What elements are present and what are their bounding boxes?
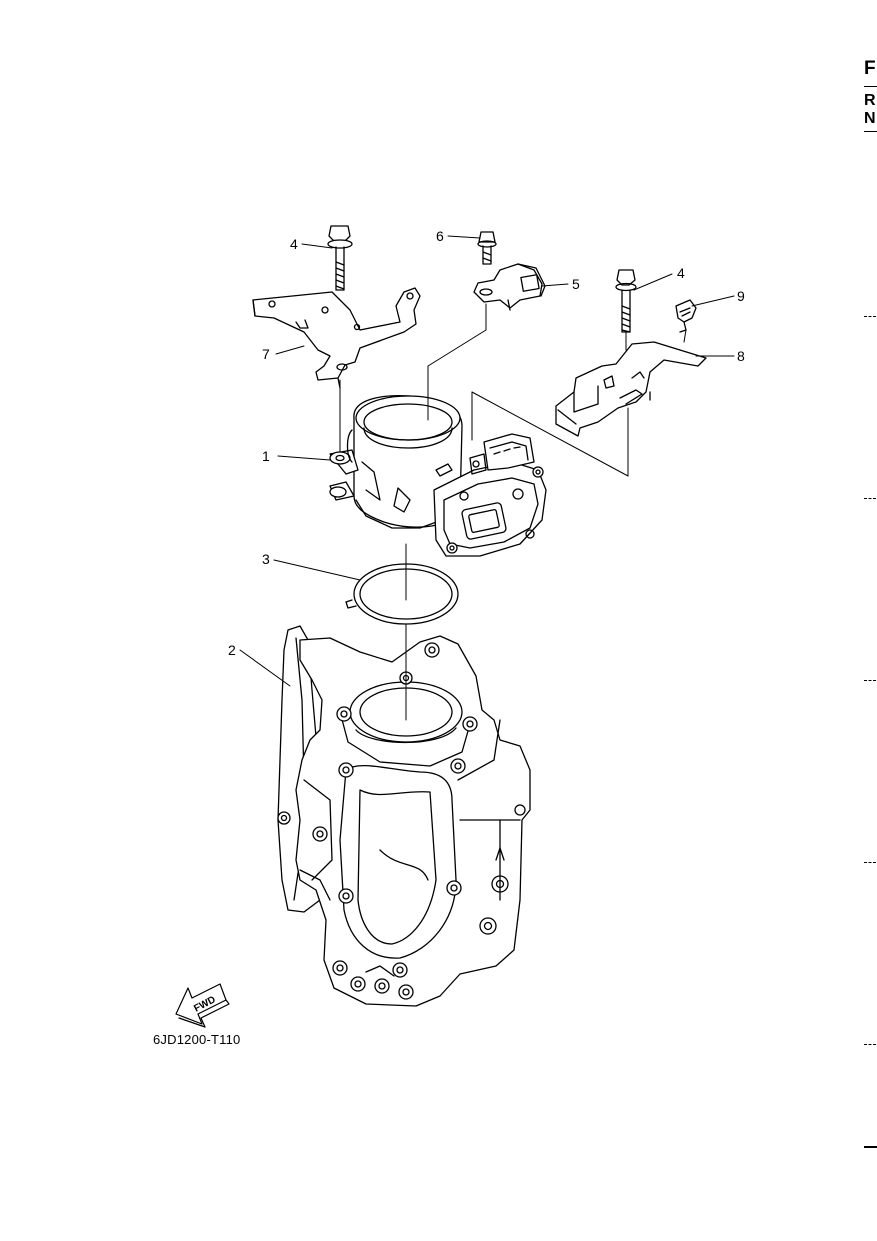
intake-manifold (277, 625, 531, 1007)
edge-letter-f: F (864, 58, 876, 79)
callout-sensor: 5 (572, 276, 580, 292)
connector-clip (675, 299, 697, 333)
bolt-right (615, 269, 637, 333)
callout-intake-manifold: 2 (228, 642, 236, 658)
bracket-right (555, 341, 707, 437)
edge-tick (864, 1044, 876, 1045)
fwd-arrow-icon: FWD (175, 983, 230, 1028)
callout-gasket: 3 (262, 551, 270, 567)
callout-screw: 6 (436, 228, 444, 244)
edge-rule (864, 1146, 877, 1148)
gasket-ring (345, 563, 459, 625)
bracket-left (252, 287, 421, 389)
drawing-code: 6JD1200-T110 (153, 1032, 241, 1047)
edge-tick (864, 862, 876, 863)
callout-numbers: 1 2 3 4 4 5 6 7 8 9 (228, 228, 745, 658)
callout-throttle-body: 1 (262, 448, 270, 464)
callout-bracket-left: 7 (262, 346, 270, 362)
edge-letter-r: R (864, 92, 876, 109)
edge-tick (864, 498, 876, 499)
leader-lines (239, 235, 735, 687)
throttle-sensor (473, 263, 546, 311)
edge-rule (864, 131, 877, 132)
callout-connector-clip: 9 (737, 288, 745, 304)
bolt-left (327, 225, 353, 291)
callout-bracket-right: 8 (737, 348, 745, 364)
screw (477, 231, 497, 265)
edge-letter-n: N (864, 110, 876, 127)
edge-rule (864, 86, 877, 87)
callout-bolt-right: 4 (677, 265, 685, 281)
throttle-body (329, 394, 547, 557)
edge-tick (864, 316, 876, 317)
assembly-lines (339, 303, 687, 721)
callout-bolt-left: 4 (290, 236, 298, 252)
edge-tick (864, 680, 876, 681)
